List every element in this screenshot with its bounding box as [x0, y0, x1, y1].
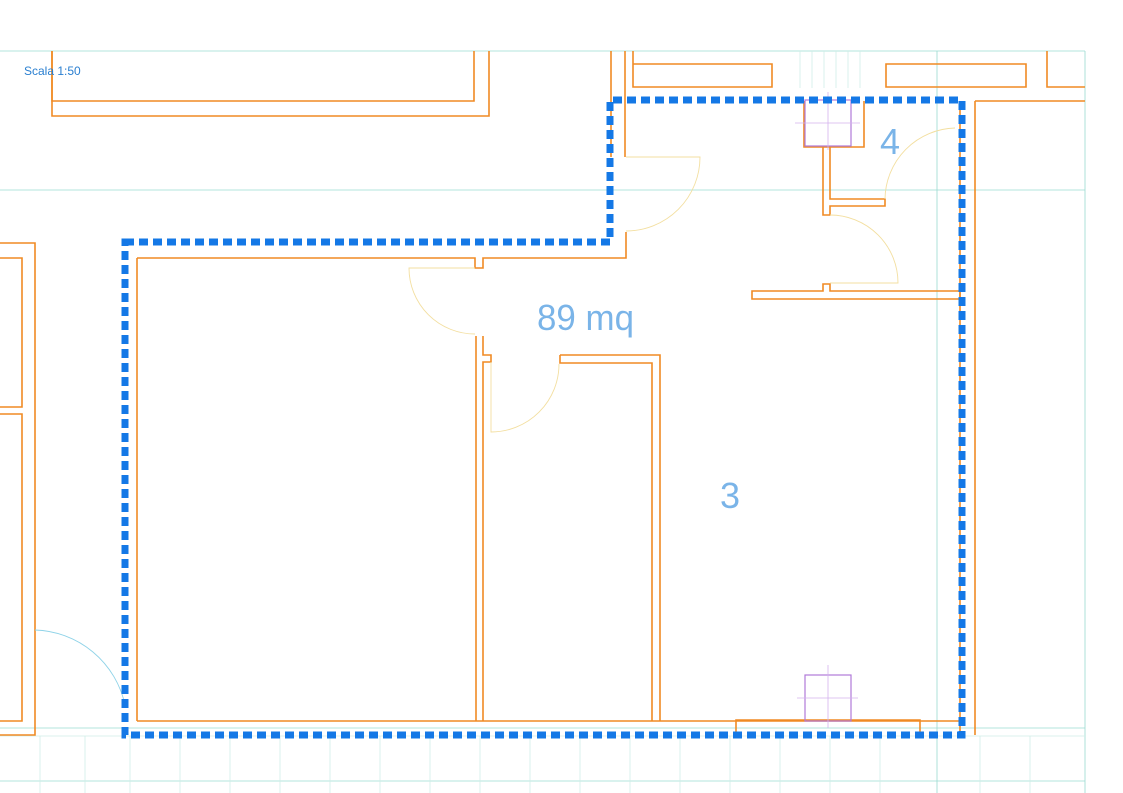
walls — [0, 51, 1085, 736]
scale-label: Scala 1:50 — [24, 64, 81, 78]
area-label: 89 mq — [537, 297, 634, 338]
drawing-frame — [0, 50, 1086, 793]
room-number-3: 3 — [720, 475, 740, 516]
shaft-bottom — [797, 665, 858, 728]
selected-area-outline[interactable] — [121, 96, 966, 739]
bottom-hatch — [39, 51, 1031, 793]
room-number-4: 4 — [880, 121, 900, 162]
door-swings — [34, 127, 956, 706]
